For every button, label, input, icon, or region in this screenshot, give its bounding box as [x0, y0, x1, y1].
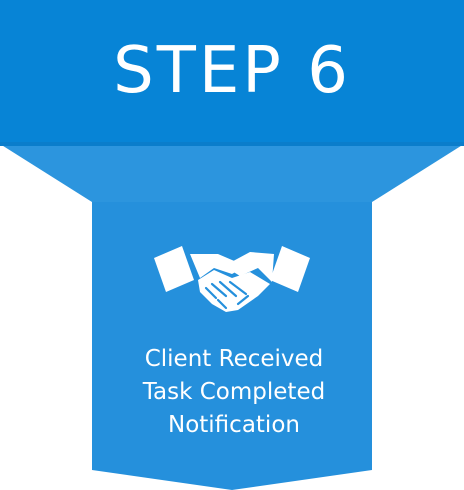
description-line-1: Client Received: [144, 346, 324, 372]
fold-band: [0, 144, 464, 202]
fold-shade: [0, 142, 464, 146]
description-line-2: Task Completed: [142, 379, 326, 405]
handshake-icon: [154, 246, 310, 312]
header-block: [0, 0, 464, 144]
step-description: Client Received Task Completed Notificat…: [96, 343, 372, 442]
step-title: STEP 6: [113, 34, 351, 108]
description-line-3: Notification: [168, 412, 300, 438]
